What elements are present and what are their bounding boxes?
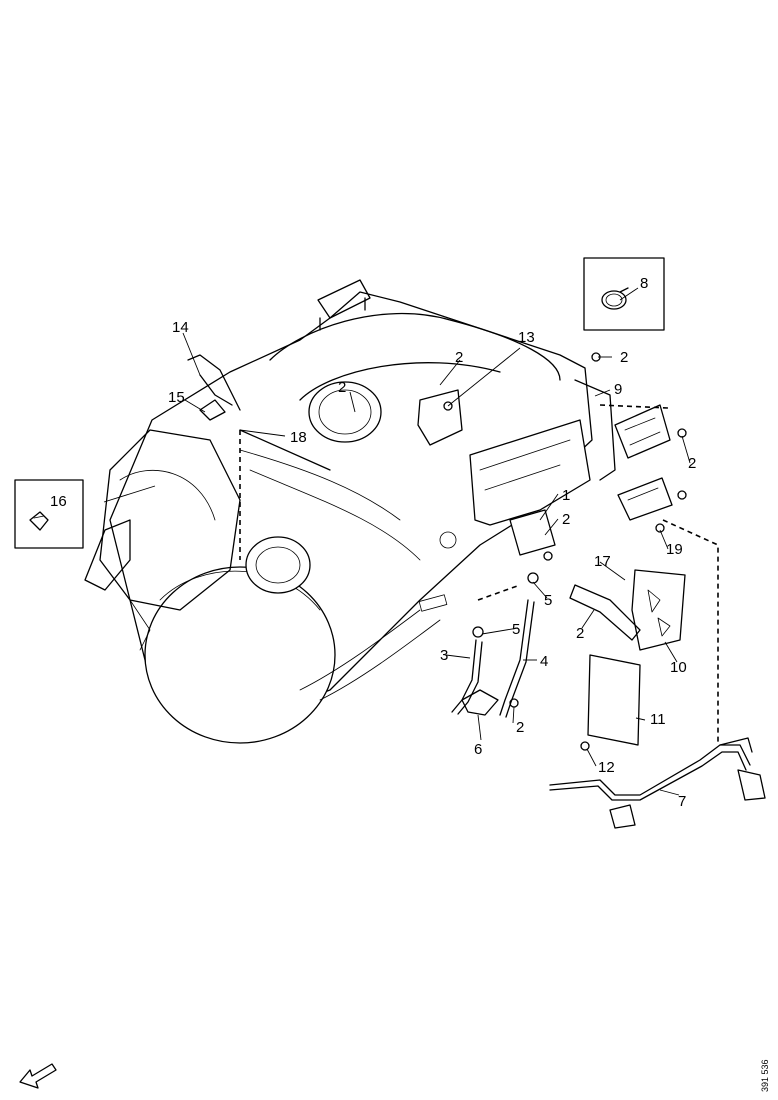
callout-15: 15 — [168, 389, 185, 406]
callout-2: 2 — [455, 349, 463, 366]
callout-16: 16 — [50, 493, 67, 510]
callout-9: 9 — [614, 381, 622, 398]
callout-5: 5 — [544, 592, 552, 609]
callout-8: 8 — [640, 275, 648, 292]
callout-2: 2 — [688, 455, 696, 472]
sensor-bracket-1 — [509, 509, 556, 556]
bracket-9 — [574, 379, 616, 481]
callout-2: 2 — [620, 349, 628, 366]
bracket-10 — [631, 569, 686, 651]
pressure-sensor-lower — [617, 477, 673, 521]
pressure-sensor-upper — [614, 404, 671, 459]
callout-14: 14 — [172, 319, 189, 336]
sensor-harness-7 — [549, 737, 766, 829]
heat-shield-11 — [587, 654, 641, 746]
callout-13: 13 — [518, 329, 535, 346]
direction-arrow-icon — [19, 1063, 57, 1089]
callout-18: 18 — [290, 429, 307, 446]
assembly-lines — [239, 404, 719, 745]
pipe-3 — [451, 639, 477, 713]
callout-5: 5 — [512, 621, 520, 638]
callout-labels: 1 2 2 2 2 2 2 2 3 4 5 5 6 7 8 9 10 11 12… — [50, 275, 696, 810]
rod-18 — [239, 429, 331, 471]
callout-4: 4 — [540, 653, 548, 670]
callout-3: 3 — [440, 647, 448, 664]
callout-2: 2 — [516, 719, 524, 736]
exhaust-housing — [84, 279, 593, 744]
callout-6: 6 — [474, 741, 482, 758]
part-16-inset — [14, 479, 84, 549]
clip-icon — [29, 511, 49, 531]
callout-10: 10 — [670, 659, 687, 676]
sensor-wire-14 — [187, 354, 241, 411]
callout-17: 17 — [594, 553, 611, 570]
fitting-6 — [461, 689, 499, 716]
callout-12: 12 — [598, 759, 615, 776]
callout-2: 2 — [576, 625, 584, 642]
leader-lines — [103, 287, 691, 796]
pipe-4 — [499, 599, 529, 716]
callout-2: 2 — [338, 379, 346, 396]
callout-19: 19 — [666, 541, 683, 558]
bracket-17 — [569, 584, 641, 641]
hose-clamp-icon — [601, 287, 629, 310]
sensor-15 — [199, 399, 226, 421]
callout-7: 7 — [678, 793, 686, 810]
callout-11: 11 — [650, 711, 666, 728]
reference-number: 391 536 — [760, 1059, 770, 1092]
callout-1: 1 — [562, 487, 570, 504]
part-8-inset — [583, 257, 665, 331]
callout-2: 2 — [562, 511, 570, 528]
